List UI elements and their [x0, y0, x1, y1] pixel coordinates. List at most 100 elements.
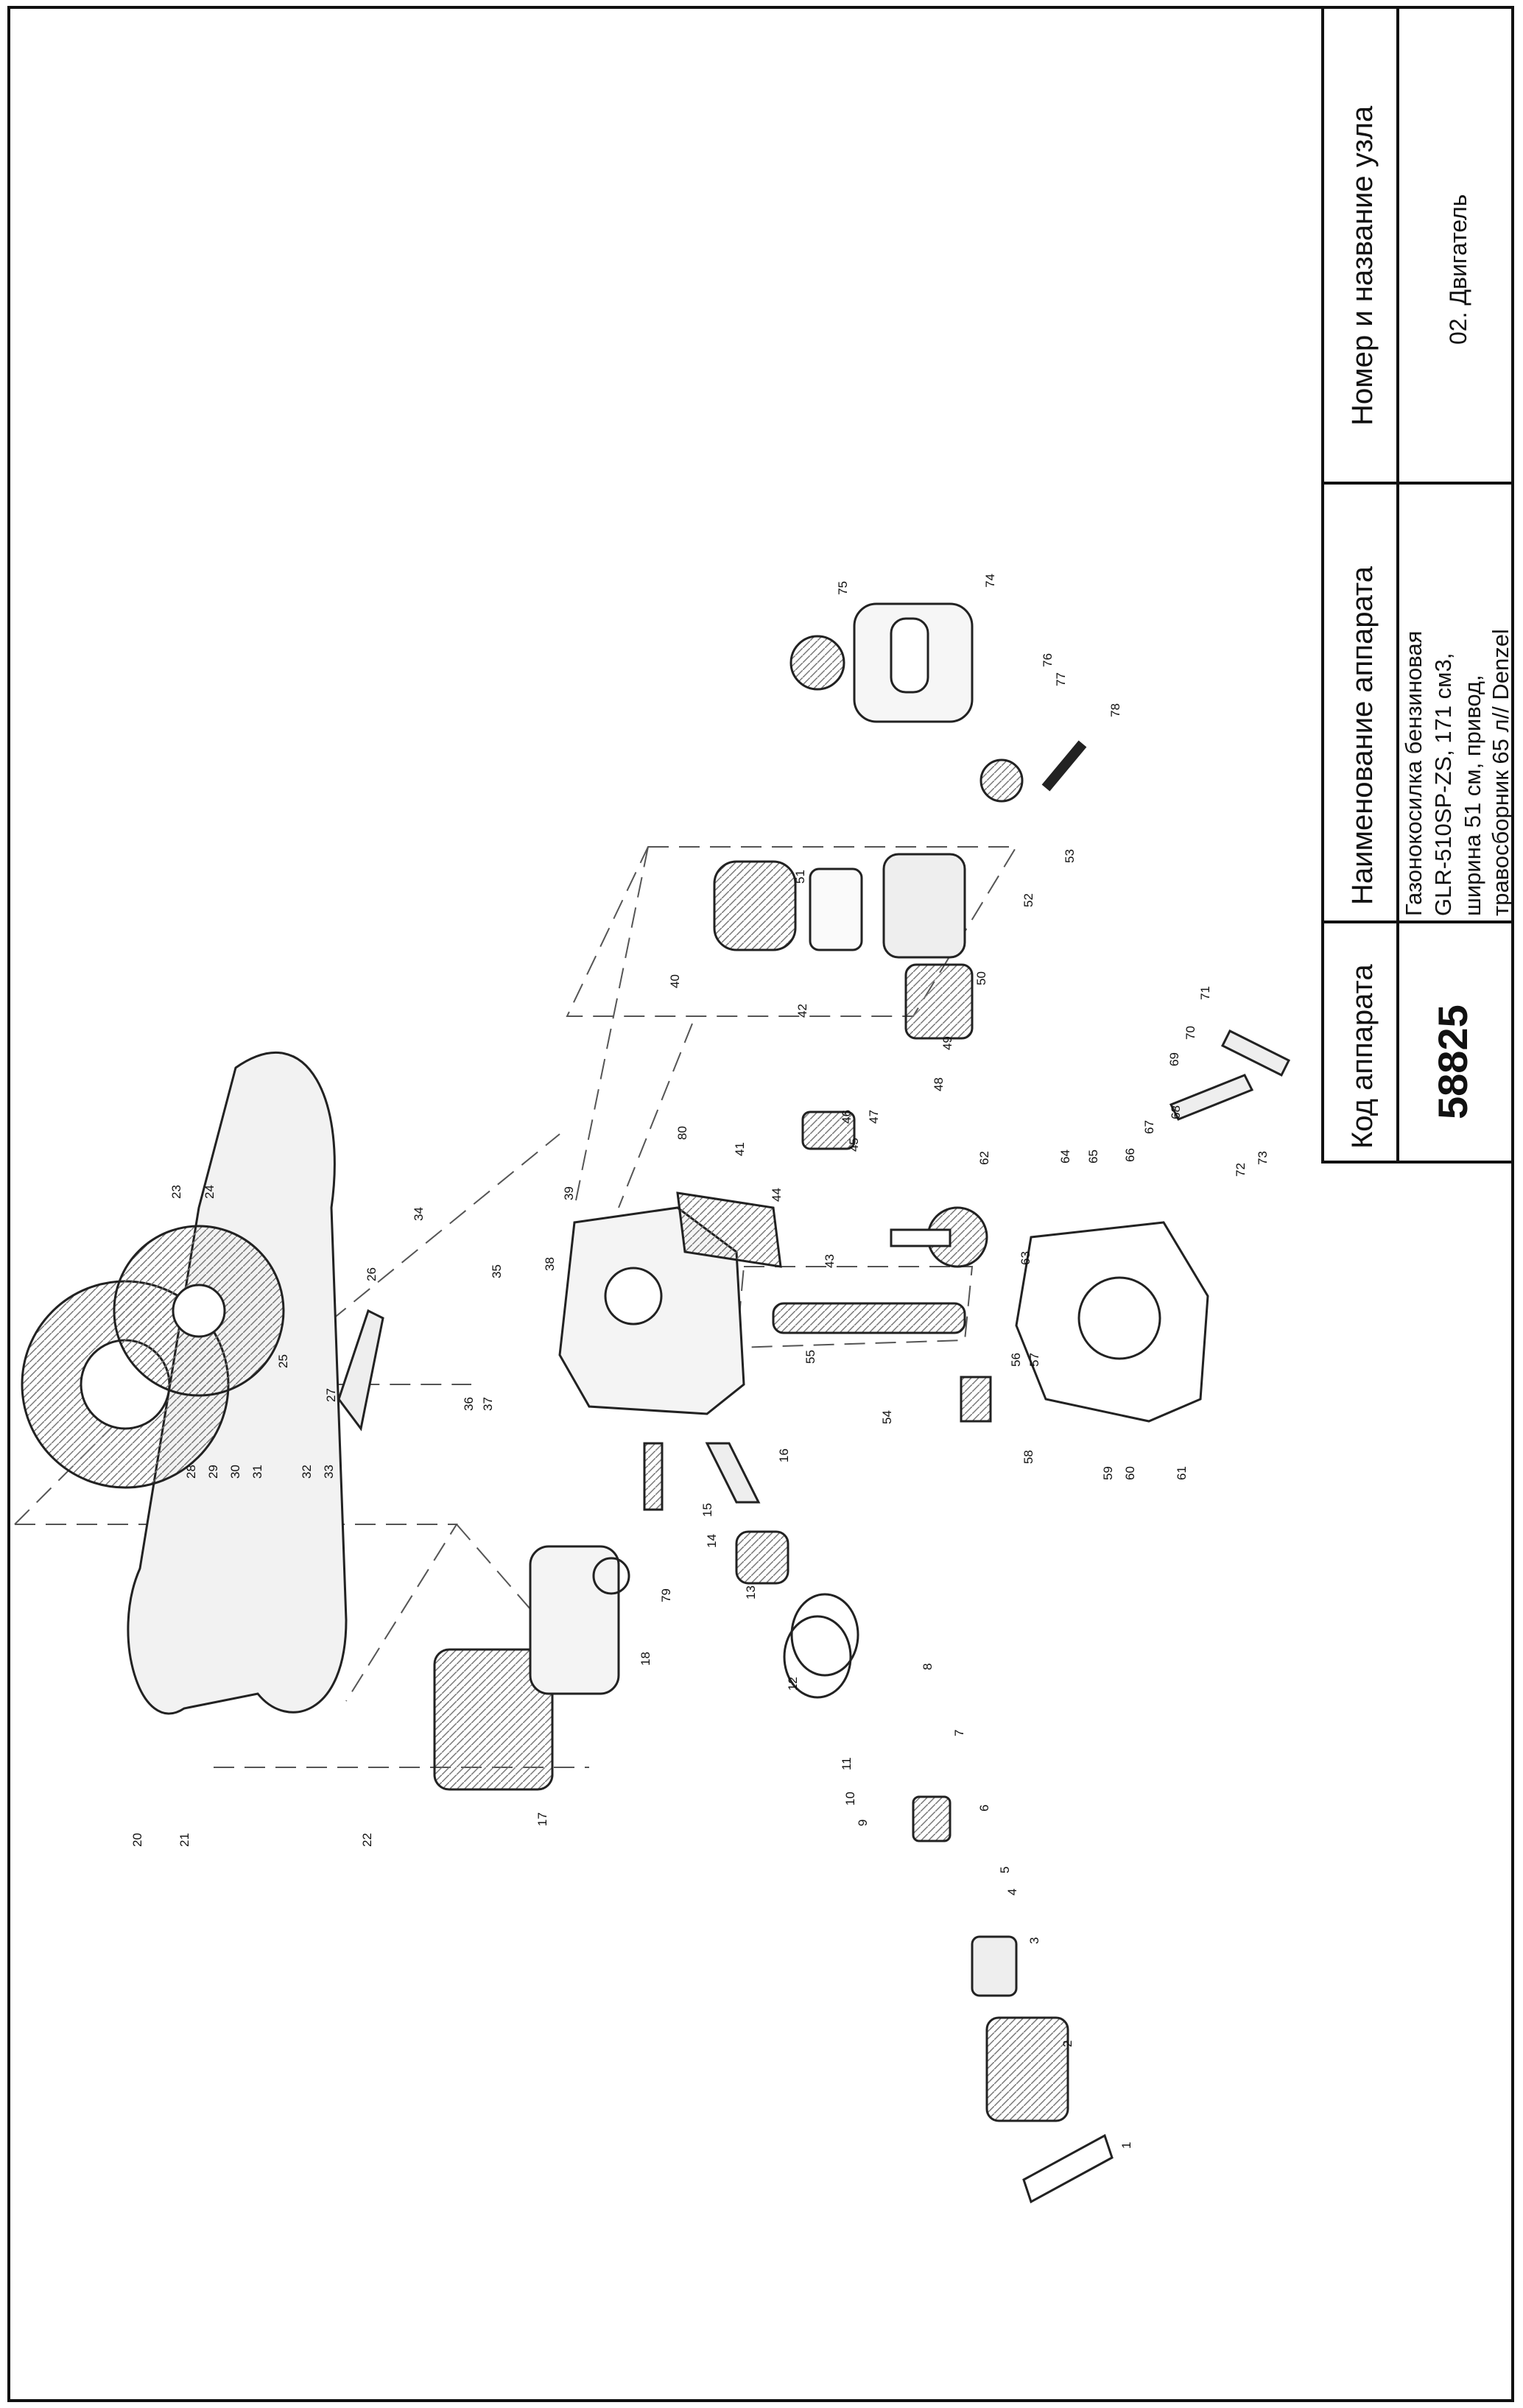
callout: 38: [543, 1257, 557, 1271]
callout: 43: [823, 1254, 837, 1268]
part-33-ignition-coil: [337, 1309, 384, 1432]
part-13-piston: [735, 1530, 789, 1585]
part-72-throttle-lever: [1169, 1074, 1254, 1121]
part-75-fuel-cap: [789, 635, 845, 691]
callout: 26: [365, 1267, 379, 1281]
callout: 74: [983, 574, 997, 588]
callout: 22: [360, 1833, 374, 1847]
callout: 33: [322, 1465, 336, 1479]
callout: 49: [940, 1036, 954, 1050]
engine-parts: [21, 602, 1291, 2204]
part-18-muffler: [529, 1545, 620, 1695]
drawing-frame: [7, 6, 1514, 2402]
callout: 59: [1101, 1466, 1115, 1480]
callout: 53: [1063, 849, 1077, 863]
callout: 39: [562, 1186, 576, 1200]
callout: 46: [840, 1110, 854, 1124]
callout: 30: [228, 1465, 242, 1479]
title-block-code-value-cell: 58825: [1396, 920, 1514, 1163]
callout: 48: [932, 1077, 946, 1091]
callout: 15: [700, 1503, 714, 1517]
title-block-unit-header-cell: Номер и название узла: [1321, 6, 1399, 485]
callout: 67: [1142, 1120, 1156, 1134]
callout: 29: [206, 1465, 220, 1479]
callout: 3: [1027, 1937, 1041, 1944]
callout: 72: [1234, 1163, 1248, 1177]
callout: 7: [952, 1730, 966, 1736]
callout: 8: [921, 1664, 935, 1670]
title-block-device-value-cell: Газонокосилка бензиновая GLR-510SP-ZS, 1…: [1396, 482, 1514, 923]
callout: 21: [177, 1833, 191, 1847]
callout: 66: [1123, 1148, 1137, 1162]
part-45-intake: [801, 1110, 856, 1150]
callout: 78: [1108, 703, 1122, 717]
part-49-carburetor: [904, 963, 974, 1040]
callout: 37: [481, 1397, 495, 1411]
callout: 51: [793, 870, 807, 884]
callout: 36: [462, 1397, 476, 1411]
callout: 18: [639, 1652, 653, 1666]
title-block-device-header-cell: Наименование аппарата: [1321, 482, 1399, 923]
callout: 68: [1169, 1105, 1183, 1119]
callout: 42: [795, 1004, 809, 1018]
callout: 27: [324, 1388, 338, 1402]
callout: 54: [880, 1410, 894, 1424]
callout: 64: [1058, 1150, 1072, 1163]
part-54-crankshaft: [772, 1302, 966, 1334]
callout: 55: [803, 1350, 817, 1364]
callout: 13: [744, 1585, 758, 1599]
part-2-valve-cover: [985, 2016, 1069, 2122]
callout: 20: [130, 1833, 144, 1847]
callout: 25: [276, 1354, 290, 1368]
callout: 75: [836, 581, 850, 595]
callout: 71: [1198, 986, 1212, 1000]
callout: 69: [1167, 1052, 1181, 1066]
callout: 44: [770, 1188, 784, 1202]
part-58-governor: [960, 1376, 992, 1423]
callout: 62: [977, 1151, 991, 1165]
part-12-piston-rings: [790, 1593, 859, 1677]
callout: 14: [705, 1534, 719, 1548]
callout: 1: [1119, 2142, 1133, 2149]
callout: 65: [1086, 1150, 1100, 1163]
callout: 32: [300, 1465, 314, 1479]
callout: 73: [1256, 1151, 1270, 1165]
callout: 77: [1054, 672, 1068, 686]
part-53-fuel-cock: [979, 758, 1024, 803]
callout: 34: [412, 1207, 426, 1221]
title-block-code-header-cell: Код аппарата: [1321, 920, 1399, 1163]
callout: 24: [203, 1185, 217, 1199]
part-78-fuel-line: [1041, 740, 1087, 792]
callout: 16: [777, 1448, 791, 1462]
part-80-heat-shield: [676, 1191, 782, 1268]
part-6-valve-springs: [912, 1795, 952, 1842]
callout: 9: [856, 1820, 870, 1826]
callout: 60: [1123, 1466, 1137, 1480]
callout: 50: [974, 971, 988, 985]
callout: 5: [998, 1867, 1012, 1873]
callout: 70: [1183, 1026, 1197, 1040]
part-3-rocker-support: [971, 1935, 1018, 1997]
part-17-air-guide: [433, 1648, 554, 1791]
title-block-unit-value-cell: 02. Двигатель: [1396, 6, 1514, 485]
part-15-connecting-rod: [705, 1442, 761, 1504]
callout: 35: [490, 1264, 504, 1278]
part-50-air-filter-housing: [882, 853, 966, 959]
callout: 31: [250, 1465, 264, 1479]
part-79-gasket: [592, 1557, 630, 1595]
callout: 57: [1027, 1353, 1041, 1367]
callout: 79: [659, 1588, 673, 1602]
callout: 2: [1061, 2041, 1074, 2047]
part-51-filter-element: [809, 867, 863, 951]
part-1-plate: [1022, 2133, 1114, 2204]
callout-labels: 1 2 3 4 5 6 7 8 9 10 11 12 13 14 15 16 1…: [130, 574, 1270, 2149]
callout: 56: [1009, 1353, 1023, 1367]
callout: 45: [847, 1138, 861, 1152]
callout: 41: [733, 1142, 747, 1156]
callout: 23: [169, 1185, 183, 1199]
spark-plug: [643, 1442, 664, 1511]
callout: 80: [675, 1126, 689, 1140]
callout: 52: [1021, 893, 1035, 907]
callout: 58: [1021, 1450, 1035, 1464]
